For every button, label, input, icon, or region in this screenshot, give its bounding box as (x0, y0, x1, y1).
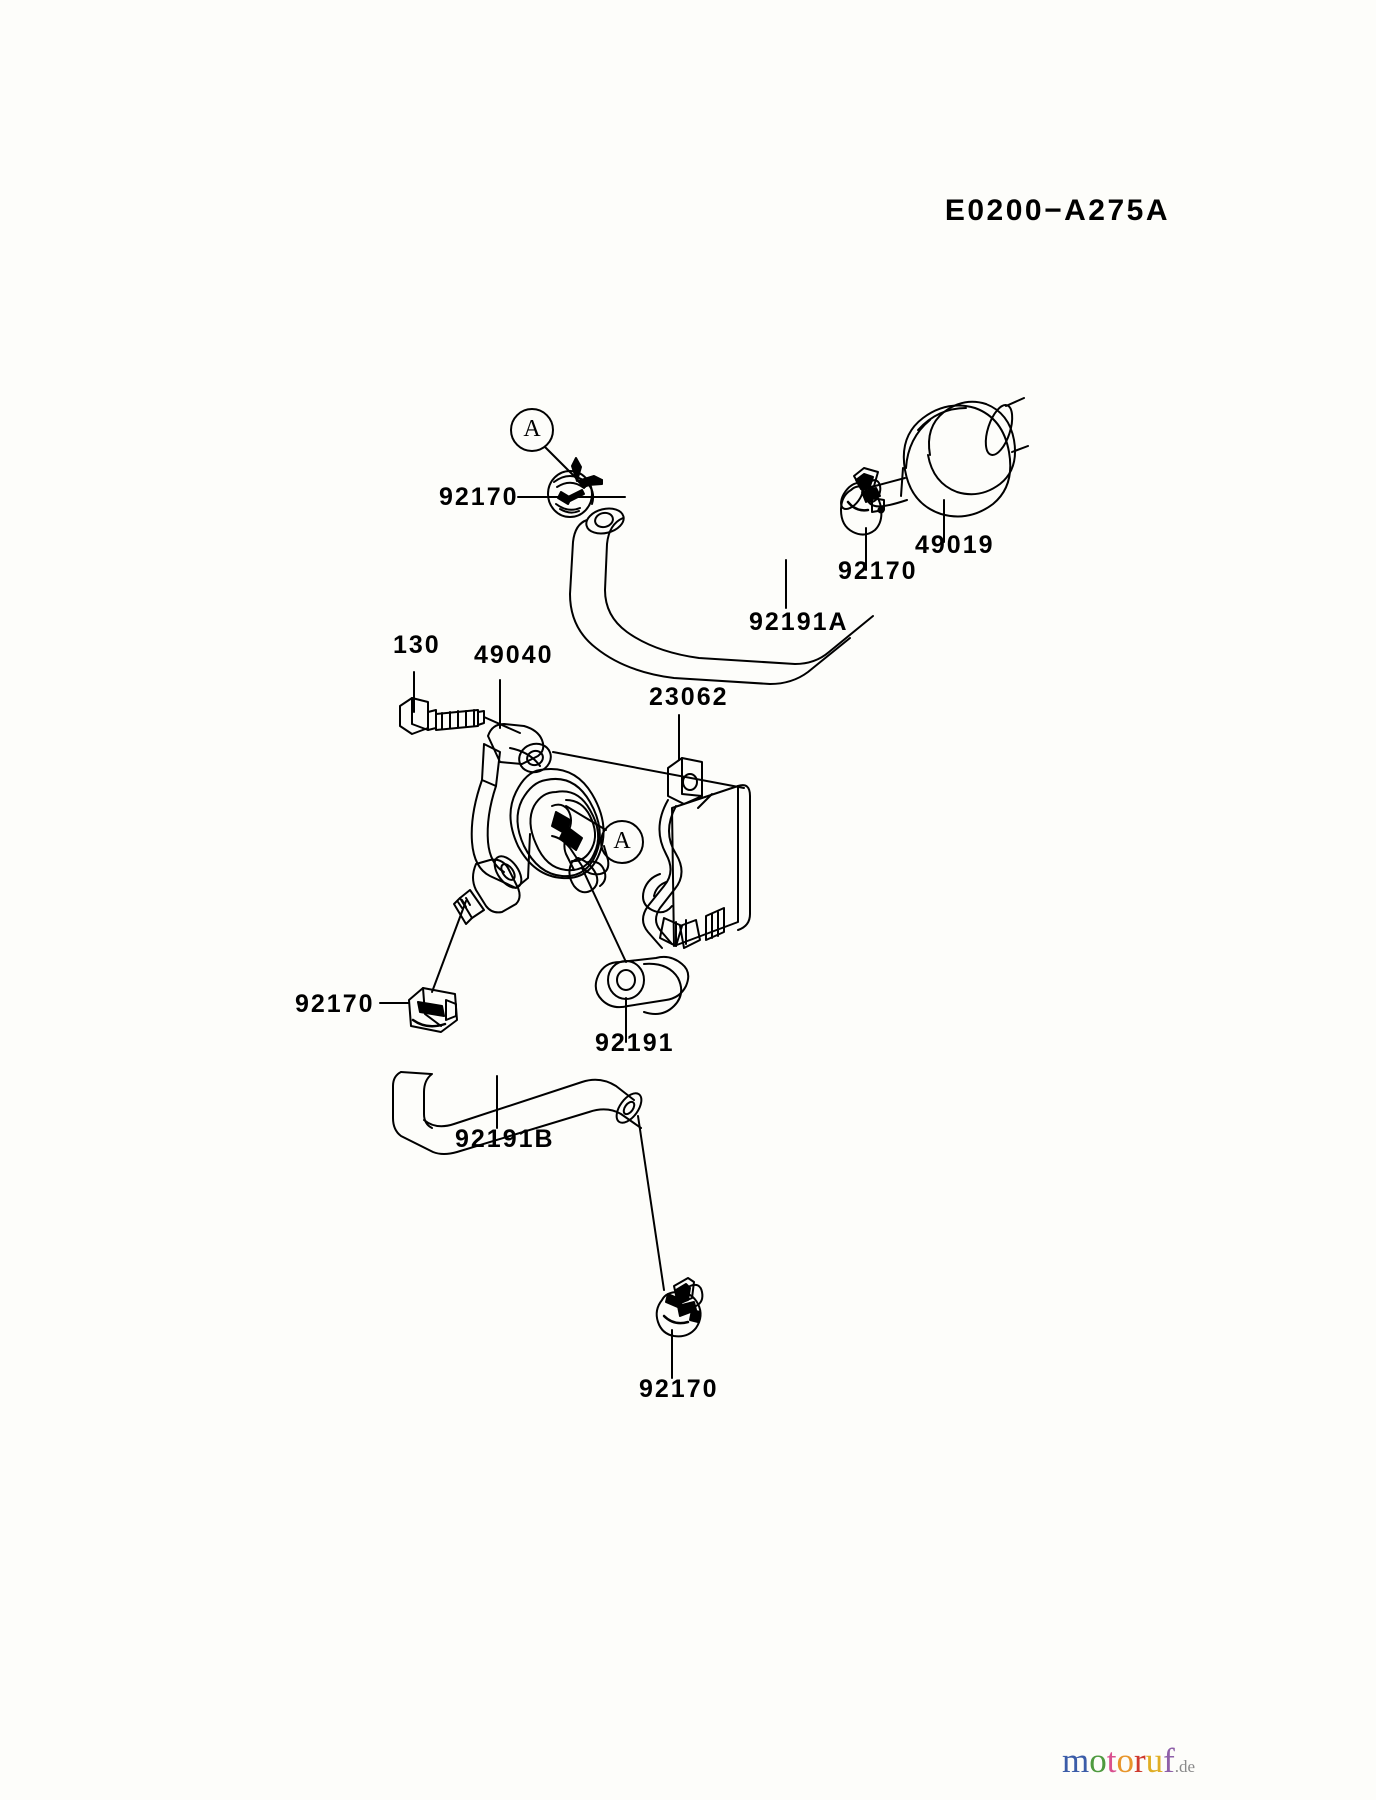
wm-letter-o1: o (1089, 1741, 1107, 1780)
fuel-pump-49040 (453, 723, 610, 925)
wm-letter-r: r (1133, 1741, 1146, 1780)
clamp-92170-bottom (655, 1277, 704, 1338)
clamp-92170-top (547, 457, 603, 518)
leader-92170-pump-d (431, 900, 467, 993)
clamp-92170-filter (840, 467, 885, 536)
callout-a-middle-leader (565, 805, 607, 831)
leader-bracket-to-pump (552, 751, 745, 789)
bracket-23062 (642, 757, 751, 949)
diagram-title: E0200−A275A (944, 194, 1170, 227)
label-92191A: 92191A (749, 608, 849, 636)
wm-suffix: .de (1174, 1757, 1196, 1776)
leader-pump-to-92191 (581, 867, 627, 963)
label-92170-bottom: 92170 (639, 1375, 719, 1403)
callout-a-top-label: A (523, 416, 541, 442)
label-92191B: 92191B (455, 1125, 555, 1153)
fuel-filter-49019 (864, 397, 1029, 518)
wm-letter-m: m (1062, 1741, 1090, 1780)
hose-92191A (569, 481, 874, 685)
clamp-92170-pump-outlet (408, 987, 458, 1033)
wm-letter-t: t (1106, 1741, 1117, 1780)
bolt-130 (399, 697, 521, 735)
label-92170-pump: 92170 (295, 990, 375, 1018)
leader-hose-to-clamp (637, 1115, 665, 1291)
wm-letter-f: f (1163, 1741, 1175, 1780)
wm-letter-u: u (1145, 1741, 1164, 1780)
label-92170-filter: 92170 (838, 557, 918, 585)
hose-92191 (594, 955, 690, 1015)
label-130: 130 (393, 631, 441, 659)
label-23062: 23062 (649, 683, 729, 711)
label-49040: 49040 (474, 641, 554, 669)
label-49019: 49019 (915, 531, 995, 559)
callout-a-middle-label: A (613, 828, 631, 854)
watermark-motoruf: motoruf.de (1062, 1743, 1195, 1778)
wm-letter-o2: o (1116, 1741, 1134, 1780)
callout-a-top-leader (544, 446, 586, 488)
label-92191: 92191 (595, 1029, 675, 1057)
label-92170-top: 92170 (439, 483, 519, 511)
